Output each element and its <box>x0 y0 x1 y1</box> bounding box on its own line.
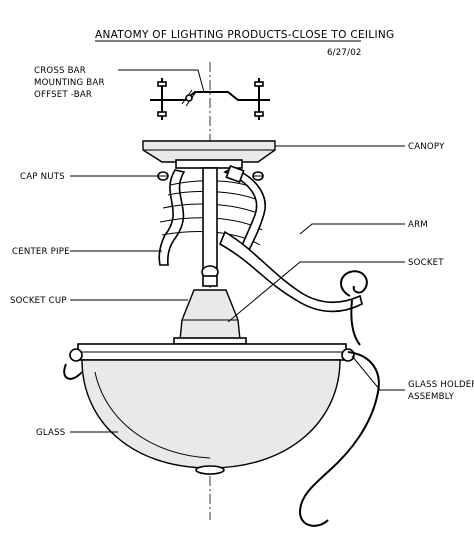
label-mounting-bar: MOUNTING BAR <box>34 78 105 88</box>
diagram-date: 6/27/02 <box>327 48 362 58</box>
glass-bowl <box>81 359 341 475</box>
canopy <box>142 140 276 169</box>
label-cross-bar: CROSS BAR <box>34 66 86 76</box>
arm <box>218 230 363 313</box>
diagram-title: ANATOMY OF LIGHTING PRODUCTS-CLOSE TO CE… <box>95 29 394 41</box>
label-glass-holder: GLASS HOLDER <box>408 380 474 390</box>
label-cap-nuts: CAP NUTS <box>20 172 65 182</box>
label-center-pipe: CENTER PIPE <box>12 247 70 257</box>
label-offset-bar: OFFSET -BAR <box>34 90 92 100</box>
scroll-ornament <box>340 270 368 346</box>
leader-lines <box>70 69 405 433</box>
label-glass: GLASS <box>36 428 65 438</box>
label-assembly: ASSEMBLY <box>408 392 455 402</box>
label-canopy: CANOPY <box>408 142 445 152</box>
label-socket: SOCKET <box>408 258 444 268</box>
center-pipe <box>202 167 218 269</box>
label-arm: ARM <box>408 220 428 230</box>
cross-bar <box>150 78 270 120</box>
cap-nuts <box>157 171 264 181</box>
label-socket-cup: SOCKET CUP <box>10 296 67 306</box>
socket-cup <box>173 265 247 345</box>
